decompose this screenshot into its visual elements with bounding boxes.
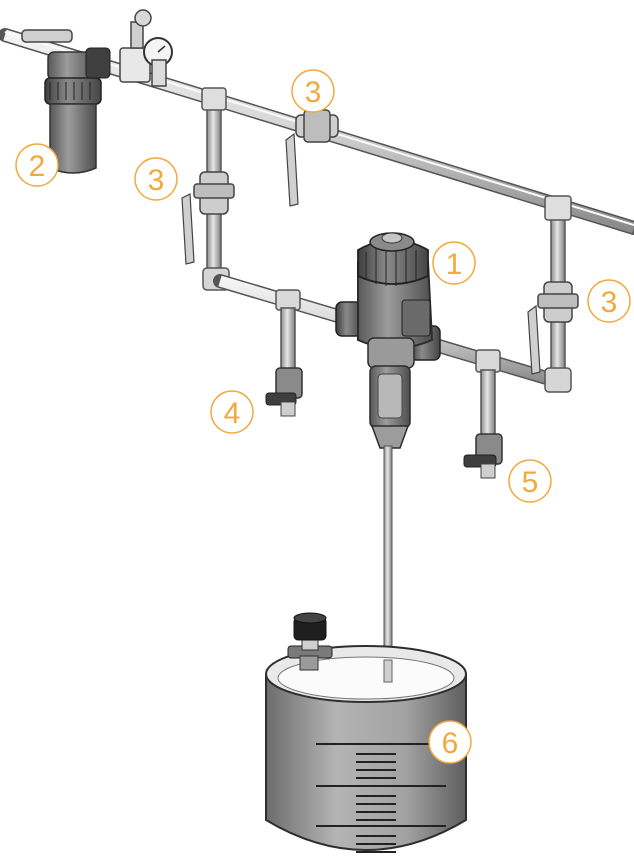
tank-mixer — [287, 612, 333, 671]
callout-3-right: 3 — [587, 279, 631, 323]
svg-text:5: 5 — [522, 466, 539, 499]
callout-1: 1 — [432, 241, 476, 285]
svg-text:2: 2 — [29, 150, 46, 183]
bypass-valve-left — [181, 171, 235, 265]
inlet-filter — [21, 29, 111, 174]
bypass-valve-top — [285, 109, 339, 207]
svg-text:3: 3 — [305, 76, 322, 109]
svg-text:3: 3 — [601, 286, 618, 319]
callout-2: 2 — [15, 143, 59, 187]
callout-3-left: 3 — [134, 157, 178, 201]
callout-6: 6 — [428, 720, 472, 764]
dosing-pump — [335, 232, 441, 449]
solution-tank — [265, 645, 467, 853]
sample-valve-inlet — [265, 289, 303, 417]
callout-5: 5 — [508, 459, 552, 503]
svg-text:3: 3 — [148, 164, 165, 197]
callout-3-top: 3 — [291, 69, 335, 113]
callout-4: 4 — [210, 390, 254, 434]
bypass-valve-right — [527, 281, 579, 375]
sample-valve-outlet — [463, 349, 503, 479]
svg-text:1: 1 — [446, 248, 463, 281]
svg-text:4: 4 — [224, 397, 241, 430]
svg-text:6: 6 — [442, 727, 459, 760]
pressure-regulator — [119, 9, 173, 87]
